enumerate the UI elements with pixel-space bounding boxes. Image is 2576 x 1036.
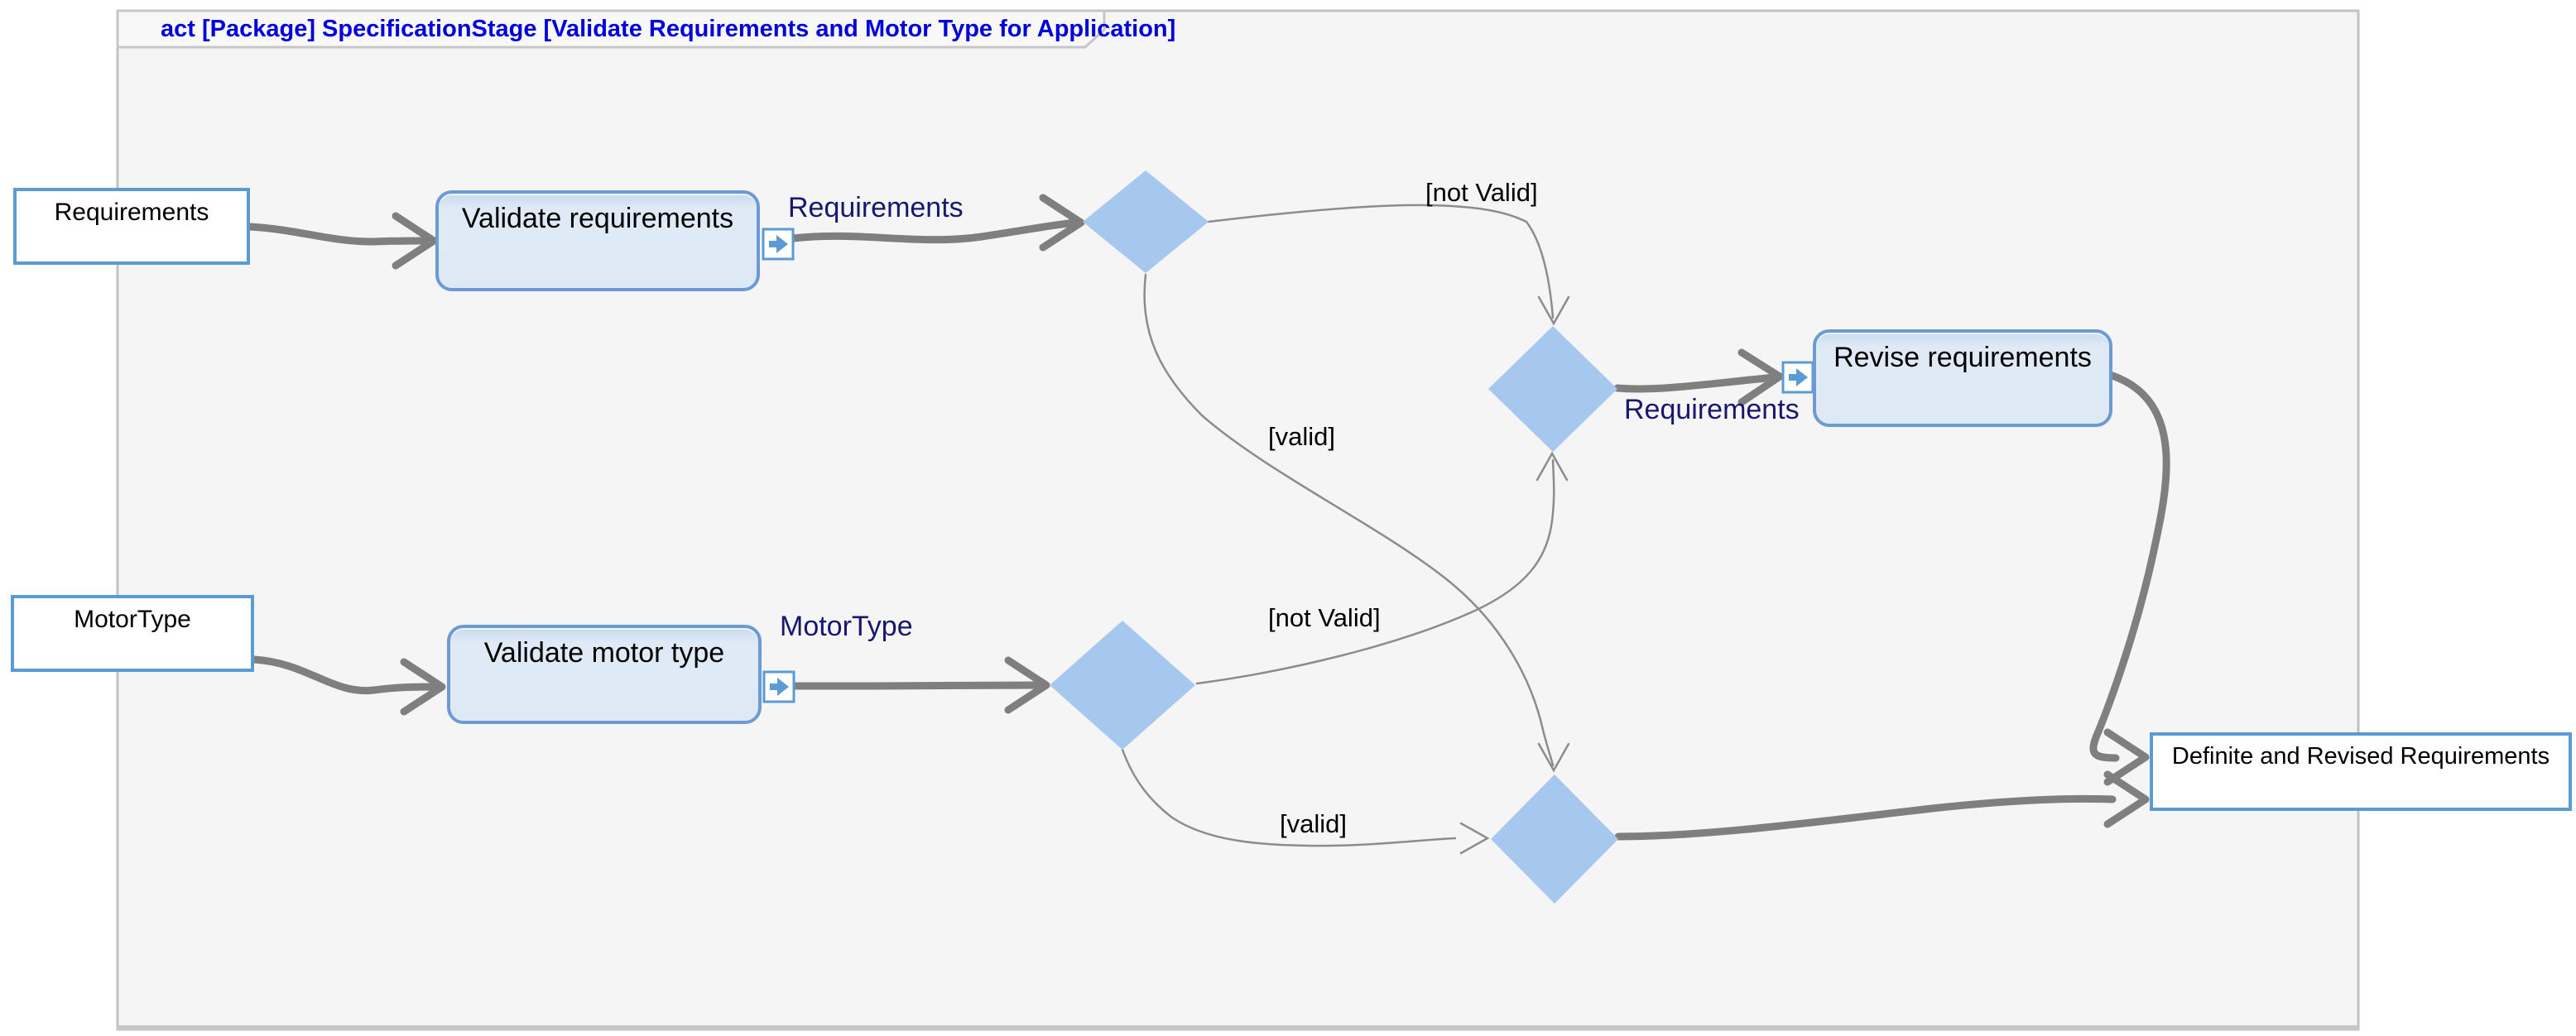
flow-label-requirements[interactable]: Requirements [788, 192, 964, 223]
arrowhead [2103, 728, 2150, 786]
frame-border [116, 9, 2360, 1031]
merge-node-revise[interactable] [1488, 326, 1617, 452]
diagram-frame-title: act [Package] SpecificationStage [Valida… [161, 16, 1176, 42]
flow-guard-motor-not-valid[interactable] [1195, 451, 1569, 685]
decision-node-motor[interactable] [1050, 621, 1195, 750]
arrowhead [1039, 194, 1085, 252]
flow-motortype-input-to-validate[interactable] [250, 655, 446, 716]
action-revise-requirements-label: Revise requirements [1833, 342, 2092, 373]
guard-label-valid-top[interactable]: [valid] [1268, 422, 1335, 451]
arrowhead [1004, 656, 1050, 714]
action-revise-requirements[interactable]: Revise requirements [1813, 329, 2112, 427]
flow-label-requirements-revise[interactable]: Requirements [1624, 394, 1800, 425]
action-validate-motor-type-label: Validate motor type [483, 637, 725, 669]
arrowhead [1459, 822, 1490, 855]
arrowhead [1537, 742, 1570, 773]
arrowhead [1536, 451, 1569, 482]
flow-validate-motor-to-decision[interactable] [790, 656, 1050, 714]
output-pin-icon[interactable] [762, 670, 795, 703]
flow-validate-requirements-to-decision[interactable] [789, 194, 1085, 252]
flow-requirements-input-to-validate[interactable] [246, 212, 438, 270]
definite-output-node[interactable]: Definite and Revised Requirements [2150, 732, 2572, 811]
decision-node-requirements[interactable] [1083, 170, 1209, 273]
guard-label-not-valid-top[interactable]: [not Valid] [1425, 178, 1538, 207]
arrowhead [2103, 770, 2150, 828]
arrowhead [1537, 295, 1570, 326]
output-pin-icon[interactable] [762, 228, 795, 261]
definite-output-label: Definite and Revised Requirements [2171, 743, 2550, 770]
requirements-input-node[interactable]: Requirements [13, 188, 250, 265]
flow-label-motortype[interactable]: MotorType [780, 611, 913, 642]
frame-bottom-shadow [118, 1025, 2358, 1030]
flow-bottom-merge-to-definite-output[interactable] [1614, 770, 2150, 841]
guard-label-valid-bottom[interactable]: [valid] [1280, 809, 1347, 838]
action-validate-requirements-label: Validate requirements [461, 203, 734, 234]
frame-tab [116, 9, 1106, 49]
arrowhead [1737, 348, 1784, 406]
action-validate-motor-type[interactable]: Validate motor type [447, 625, 762, 724]
flow-merge-to-revise-requirements[interactable] [1613, 348, 1784, 406]
flow-guard-motor-valid[interactable] [1121, 748, 1490, 855]
flow-guard-requirements-valid[interactable] [1143, 273, 1570, 773]
arrowhead [392, 212, 438, 270]
motortype-input-label: MotorType [74, 606, 191, 633]
requirements-input-label: Requirements [54, 199, 209, 226]
input-pin-icon[interactable] [1781, 361, 1814, 394]
merge-node-output[interactable] [1491, 775, 1618, 904]
flow-revise-to-definite-output[interactable] [2089, 372, 2170, 786]
guard-label-not-valid-mid[interactable]: [not Valid] [1268, 603, 1381, 632]
action-validate-requirements[interactable]: Validate requirements [435, 190, 760, 291]
arrowhead [400, 658, 446, 716]
flow-guard-requirements-not-valid[interactable] [1207, 204, 1570, 326]
motortype-input-node[interactable]: MotorType [11, 595, 254, 672]
